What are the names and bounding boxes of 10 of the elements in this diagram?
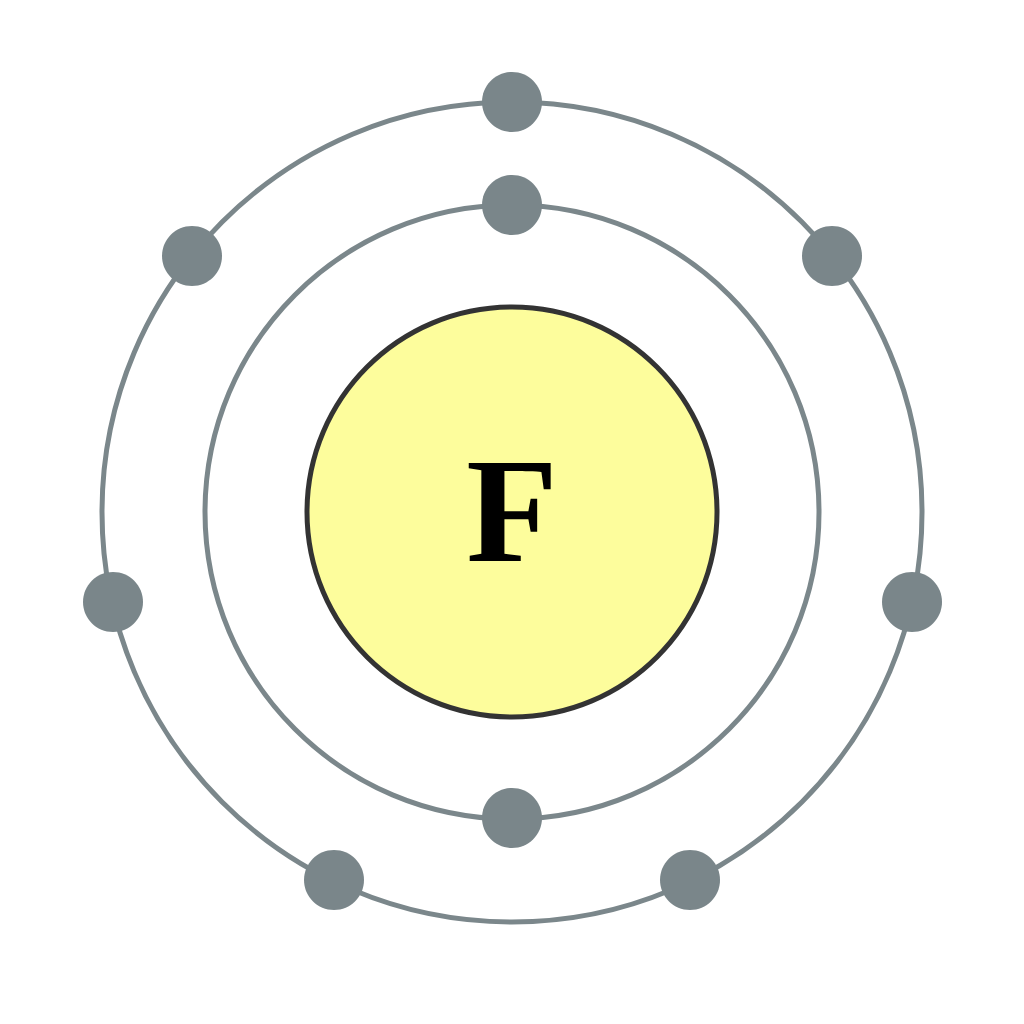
electron <box>304 850 364 910</box>
electron <box>660 850 720 910</box>
electron <box>882 572 942 632</box>
electron <box>482 72 542 132</box>
electron <box>162 226 222 286</box>
electron <box>482 175 542 235</box>
electron <box>482 788 542 848</box>
electron <box>83 572 143 632</box>
electron <box>802 226 862 286</box>
nucleus: F <box>304 304 720 720</box>
